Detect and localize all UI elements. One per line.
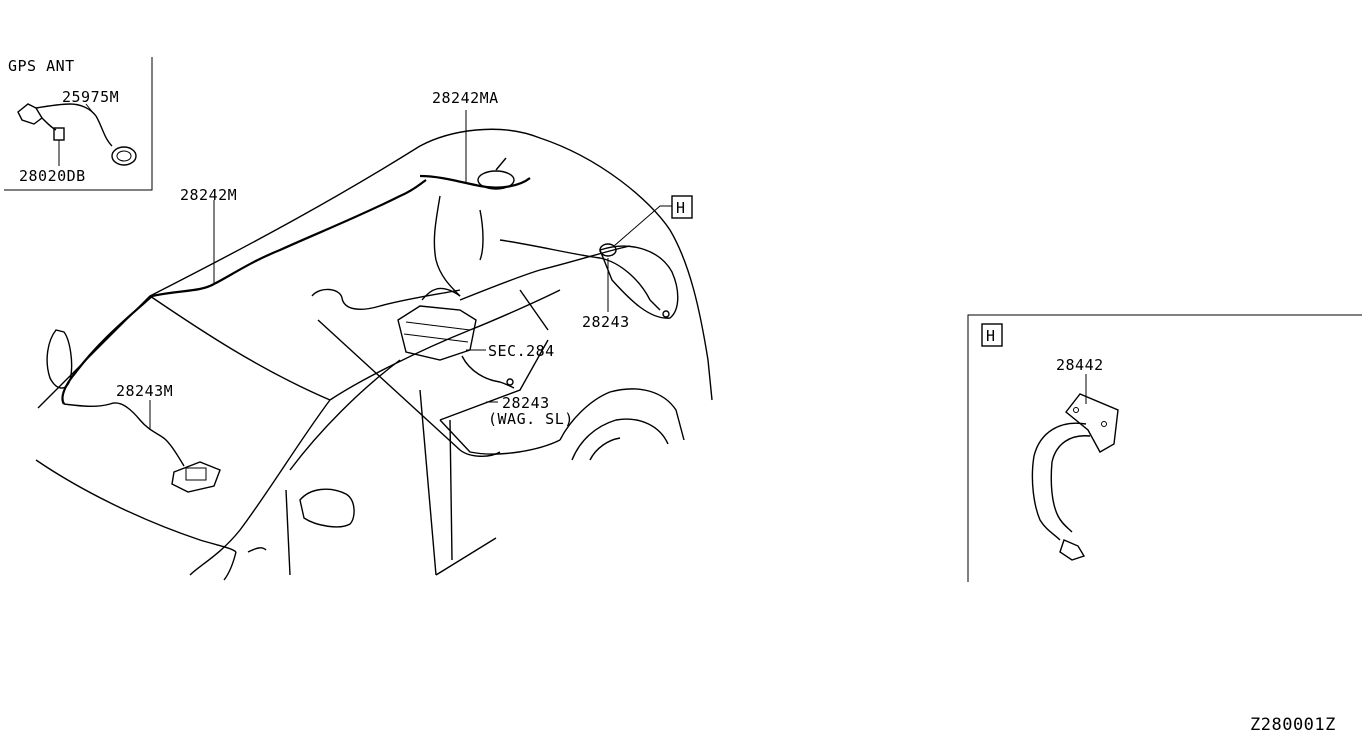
rear-lead: [649, 299, 661, 311]
b-pillar: [419, 389, 437, 576]
a-pillar-right: [329, 289, 561, 401]
gps-inset-title: GPS ANT: [8, 57, 75, 75]
rear-spoiler: [599, 245, 679, 319]
harness-28242m-front: [61, 295, 153, 405]
antenna-unit-28243m: [171, 461, 221, 493]
interior-floor: [317, 319, 501, 457]
roof-outline: [37, 128, 713, 409]
side-window-rear: [519, 289, 549, 331]
rear-terminal: [662, 310, 670, 318]
cable-28442-outer: [1031, 422, 1087, 541]
wheel-arch-outer: [559, 388, 685, 441]
view-h-marker-box: [671, 195, 693, 219]
part-note-wagon: (WAG. SL): [488, 410, 574, 428]
harness-routing: H: [61, 110, 693, 493]
harness-28242ma-down: [433, 195, 461, 297]
gps-antenna-inset: GPS ANT 25975M 28020DB: [4, 57, 153, 191]
roof-antenna-mast: [495, 157, 507, 171]
diagram-code: Z280001Z: [1250, 715, 1336, 735]
gps-cable-coil: [111, 146, 137, 166]
gps-inset-frame: [4, 57, 153, 191]
part-label-28242m: 28242M: [180, 186, 237, 204]
view-h-frame: [967, 314, 1362, 582]
rear-connector: [599, 243, 617, 257]
harness-rear-roof: [499, 239, 651, 301]
leader-view-h: [613, 205, 672, 247]
wheel-tire: [589, 437, 621, 461]
side-window-top: [459, 245, 631, 301]
right-mirror: [299, 488, 355, 528]
vehicle-body: [35, 128, 713, 581]
gps-cable-coil-inner: [116, 150, 132, 162]
wagon-connector: [506, 378, 514, 386]
view-h-inset-marker-box: [981, 323, 1003, 347]
b-pillar-inner: [449, 419, 453, 561]
door-upper-edge: [289, 359, 401, 471]
bracket-hole-2: [1101, 421, 1107, 427]
part-label-28020db: 28020DB: [19, 167, 86, 185]
harness-28242ma: [419, 174, 531, 189]
view-h-inset-marker-text: H: [986, 327, 996, 345]
door-line: [439, 419, 561, 455]
side-window-frame: [439, 339, 549, 421]
hood-edge: [223, 551, 237, 581]
cable-28243m: [63, 402, 185, 467]
part-label-25975m: 25975M: [62, 88, 119, 106]
wheel-arch-inner: [571, 418, 669, 461]
part-label-28243-wagon: 28243: [502, 394, 550, 412]
cable-28243-wagon: [461, 355, 515, 389]
harness-28242ma-branch: [479, 209, 484, 261]
windshield-top-edge: [149, 295, 331, 401]
antenna-unit-chip: [185, 467, 207, 481]
gps-antenna-lead: [41, 117, 57, 131]
bracket-hole-1: [1073, 407, 1079, 413]
hood-line: [35, 459, 237, 553]
harness-28242m: [151, 179, 427, 298]
part-label-28242ma: 28242MA: [432, 89, 499, 107]
roof-antenna-base: [477, 170, 515, 190]
audio-unit-fins: [403, 321, 471, 343]
b-pillar-front: [285, 489, 291, 576]
harness-to-unit: [421, 287, 461, 301]
bracket-plate-28442: [1065, 393, 1119, 453]
part-label-28243m: 28243M: [116, 382, 173, 400]
left-mirror: [46, 329, 73, 389]
view-h-inset: H 28442: [967, 314, 1362, 582]
view-h-marker-text: H: [676, 199, 686, 217]
gps-antenna-cable: [35, 103, 113, 147]
section-ref-label: SEC.284: [488, 342, 555, 360]
gps-leader-25975m: [85, 103, 95, 115]
a-pillar-left: [189, 399, 331, 576]
part-label-28243-right: 28243: [582, 313, 630, 331]
interior-edge: [311, 288, 461, 310]
bumper-clip: [247, 547, 267, 553]
connector-28442: [1059, 539, 1086, 561]
audio-unit-sec284: [397, 305, 477, 361]
part-label-28442: 28442: [1056, 356, 1104, 374]
sill-line: [435, 537, 497, 576]
cable-28442-inner: [1050, 435, 1091, 533]
